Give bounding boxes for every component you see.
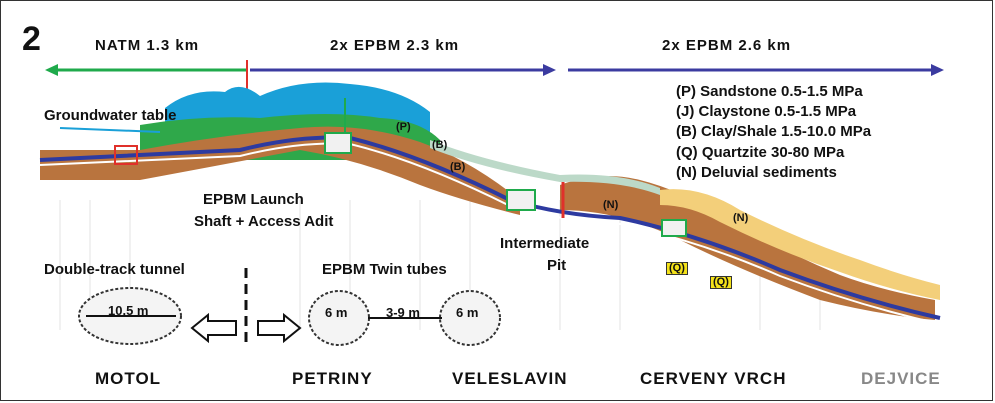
arrow-right-outline [257,312,302,344]
segment-label-epbm-1: 2x EPBM 2.3 km [330,37,460,54]
segment-label-natm: NATM 1.3 km [95,37,200,54]
double-track-label: Double-track tunnel [44,261,185,278]
legend-sandstone: (P) Sandstone 0.5-1.5 MPa [676,83,863,100]
twin-tubes-label: EPBM Twin tubes [322,261,447,278]
figure-number: 2 [22,20,41,58]
clay-layer-left [40,126,520,215]
double-track-section [78,287,182,345]
station-cerveny-vrch: CERVENY VRCH [640,369,787,388]
rock-tag-b-left: (B) [432,139,448,151]
rock-tag-q-2: (Q) [710,276,732,289]
rock-tag-n-right: (N) [603,199,619,211]
station-petriny: PETRINY [292,369,373,388]
legend-deluvial: (N) Deluvial sediments [676,164,837,181]
epbm-arrow-2 [568,64,944,76]
epbm-arrow-1 [250,64,556,76]
station-dejvice: DEJVICE [861,369,941,388]
water-level-line [59,127,161,133]
legend-claystone: (J) Claystone 0.5-1.5 MPa [676,103,857,120]
groundwater-label: Groundwater table [44,107,177,124]
twin-tube-right [439,290,501,346]
rock-tag-b-mid: (B) [450,161,466,173]
launch-shaft [324,132,352,154]
dim-tube-spacing: 3-9 m [386,305,420,320]
dim-tube-right: 6 m [456,305,479,320]
rock-tag-q-1: (Q) [666,262,688,275]
dim-tube-left: 6 m [325,305,348,320]
intermediate-label-1: Intermediate [500,235,590,252]
intermediate-pit [506,189,536,211]
motol-station-box [114,145,138,165]
deluvial-layer [660,189,940,300]
launch-label-1: EPBM Launch [203,191,304,208]
legend-quartzite: (Q) Quartzite 30-80 MPa [676,144,845,161]
cerveny-vrch-shaft [661,219,687,237]
segment-label-epbm-2: 2x EPBM 2.6 km [662,37,792,54]
surface-strip [430,140,660,195]
legend-clay-shale: (B) Clay/Shale 1.5-10.0 MPa [676,123,872,140]
rock-tag-p: (P) [396,121,411,133]
rock-tag-n-far: (N) [733,212,749,224]
natm-arrow [45,64,246,76]
clay-layer-right [560,176,935,320]
launch-label-2: Shaft + Access Adit [194,213,334,230]
station-motol: MOTOL [95,369,162,388]
intermediate-label-2: Pit [547,257,567,274]
arrow-left-outline [190,312,237,344]
station-veleslavin: VELESLAVIN [452,369,568,388]
dim-double-track: 10.5 m [108,303,149,318]
